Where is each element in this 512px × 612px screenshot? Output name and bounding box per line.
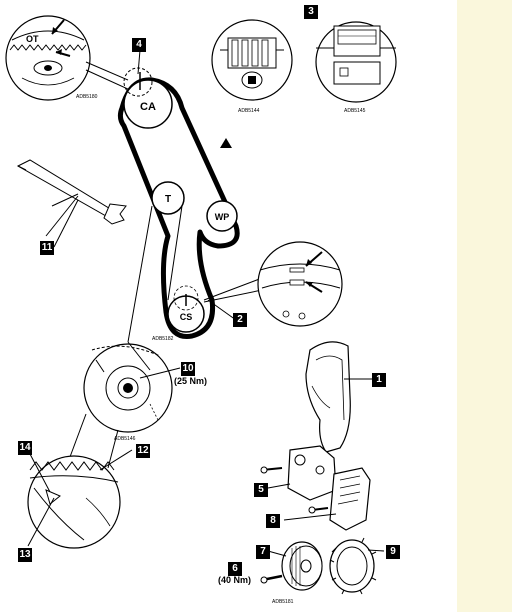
locking-tool (16, 159, 127, 237)
water-pump-pulley-label: WP (215, 212, 230, 222)
tensioner-torque-label: (25 Nm) (174, 376, 208, 386)
figure-code: ADB5144 (238, 108, 260, 114)
camshaft-pulley-label: CA (140, 101, 156, 113)
callout-11: 11 (40, 241, 54, 255)
callout-1: 1 (372, 373, 386, 387)
camshaft-pulley: CA (123, 67, 173, 129)
damper-bolt-torque-label: (40 Nm) (218, 575, 252, 585)
water-pump-pulley: WP (206, 200, 238, 232)
callout-4: 4 (132, 38, 146, 52)
right-margin (457, 0, 512, 612)
callout-6: 6 (228, 562, 242, 576)
crankshaft-pulley: CS ADB5182 (152, 285, 205, 342)
figure-code: ADB5145 (344, 108, 366, 114)
callout-14: 14 (18, 441, 32, 455)
callout-2: 2 (233, 313, 247, 327)
crankshaft-mark-detail (257, 241, 343, 327)
callout-8: 8 (266, 514, 280, 528)
callout-13: 13 (18, 548, 32, 562)
warning-triangle-icon (220, 138, 232, 148)
callout-10: 10 (181, 362, 195, 376)
figure-code: ADB5182 (152, 336, 174, 342)
camshaft-lock-detail-2: ADB5145 (315, 21, 397, 114)
callout-5: 5 (254, 483, 268, 497)
callout-3: 3 (304, 5, 318, 19)
camshaft-lock-detail: ADB5144 (211, 19, 293, 114)
lower-timing-cover (308, 467, 371, 531)
camshaft-mark-detail: OT ADB5180 (5, 15, 98, 101)
tensioner-pulley: T (151, 181, 185, 215)
tensioner-pulley-label: T (165, 194, 171, 205)
timing-cover (305, 341, 351, 453)
crankshaft-damper-pulley: ADB5181 (260, 541, 323, 605)
callout-9: 9 (386, 545, 400, 559)
figure-code: ADB5180 (76, 94, 98, 100)
figure-code: ADB5146 (114, 436, 136, 442)
belt-mark-detail (27, 455, 121, 549)
engine-bracket (260, 445, 337, 501)
tensioner-detail: ADB5146 (83, 343, 173, 442)
crankshaft-pulley-label: CS (180, 312, 193, 322)
callout-7: 7 (256, 545, 270, 559)
ot-mark-label: OT (26, 34, 39, 44)
crankshaft-sprocket (329, 537, 377, 595)
timing-belt (117, 77, 240, 339)
callout-12: 12 (136, 444, 150, 458)
figure-code: ADB5181 (272, 599, 294, 605)
